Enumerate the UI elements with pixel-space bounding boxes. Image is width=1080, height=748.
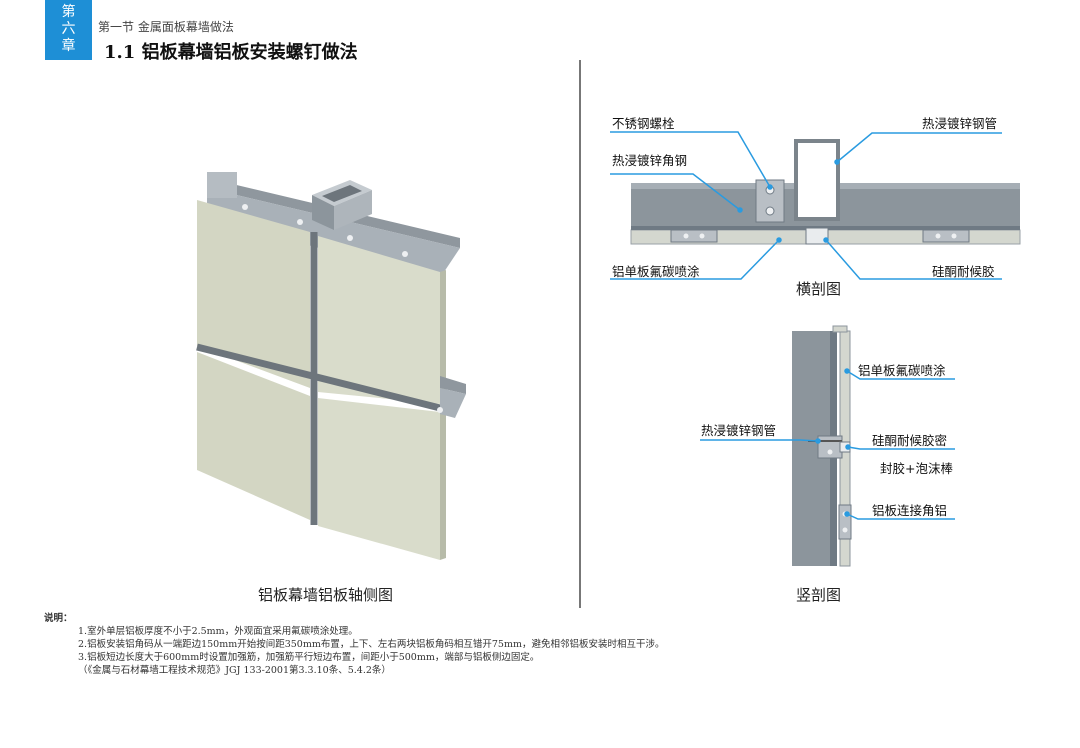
- callout-v-sealant-line2: 封胶+泡沫棒: [880, 461, 953, 476]
- panel-upper-left: [197, 200, 310, 388]
- cross-section-caption: 横剖图: [796, 280, 842, 298]
- callout-v-panel-fluorocarbon: 铝单板氟碳喷涂: [858, 363, 946, 378]
- note-item: 3.铝板短边长度大于600mm时设置加强筋，加强筋平行短边布置，间距小于500m…: [78, 652, 540, 663]
- notes-heading: 说明：: [44, 613, 73, 624]
- steel-pipe-section: [794, 139, 840, 221]
- axonometric-drawing: [196, 172, 466, 560]
- axonometric-caption: 铝板幕墙铝板轴侧图: [258, 586, 394, 604]
- column-divider: [579, 60, 581, 608]
- callout-galv-steel-pipe: 热浸镀锌钢管: [922, 116, 998, 131]
- callout-stainless-bolt: 不锈钢螺栓: [612, 116, 675, 131]
- chapter-tab-line: 章: [61, 38, 76, 54]
- section-label: 第一节 金属面板幕墙做法: [98, 20, 234, 34]
- notes-block: 说明： 1.室外单层铝板厚度不小于2.5mm，外观面宜采用氟碳喷涂处理。 2.铝…: [44, 612, 664, 677]
- chapter-tab-line: 六: [61, 21, 76, 37]
- cross-section-drawing: [610, 131, 1021, 280]
- callout-panel-fluorocarbon: 铝单板氟碳喷涂: [612, 264, 700, 279]
- panel-lower-right: [318, 398, 440, 560]
- callout-v-connector-angle: 铝板连接角铝: [872, 503, 948, 518]
- panel-upper-right: [318, 236, 440, 404]
- note-item: 2.铝板安装铝角码从一端距边150mm开始按间距350mm布置，上下、左右两块铝…: [78, 639, 665, 650]
- callout-v-galv-steel-pipe: 热浸镀锌钢管: [701, 423, 777, 438]
- note-item: （《金属与石材幕墙工程技术规范》JGJ 133-2001第3.3.10条、5.4…: [78, 665, 391, 676]
- note-item: 1.室外单层铝板厚度不小于2.5mm，外观面宜采用氟碳喷涂处理。: [78, 626, 358, 637]
- callout-v-sealant-line1: 硅酮耐候胶密: [872, 433, 948, 448]
- vertical-section-drawing: [700, 325, 955, 567]
- callout-galv-angle-steel: 热浸镀锌角钢: [612, 153, 688, 168]
- vertical-section-caption: 竖剖图: [796, 586, 842, 604]
- page-title: 1.1 铝板幕墙铝板安装螺钉做法: [104, 42, 358, 63]
- chapter-tab: 第 六 章: [45, 0, 92, 60]
- chapter-tab-line: 第: [61, 4, 76, 20]
- callout-silicone-sealant: 硅酮耐候胶: [932, 264, 995, 279]
- panel-lower-left: [197, 352, 310, 520]
